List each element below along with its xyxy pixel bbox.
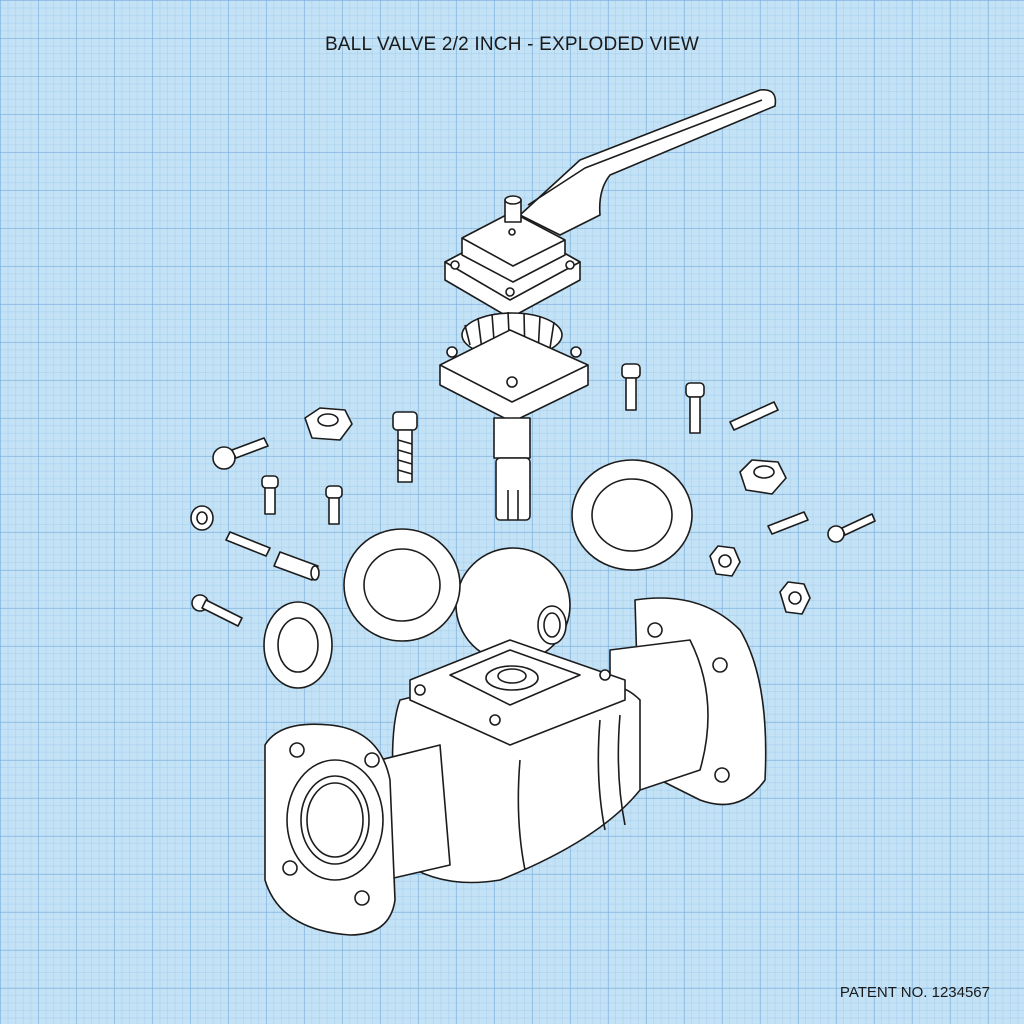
screw: [685, 382, 705, 434]
hex-nut: [779, 581, 811, 615]
threaded-rod: [767, 511, 809, 535]
handle-lever: [519, 89, 777, 236]
bolt: [392, 411, 418, 483]
screw: [621, 363, 641, 411]
cap-screw: [212, 437, 269, 470]
seat-ring-left: [343, 528, 461, 642]
hex-nut: [304, 407, 353, 441]
hex-nut: [709, 545, 741, 577]
drawing-title: BALL VALVE 2/2 INCH - EXPLODED VIEW: [324, 34, 700, 55]
threaded-rod: [729, 401, 779, 431]
seat-ring-right: [571, 459, 693, 571]
threaded-rod: [225, 531, 271, 557]
cap-screw: [827, 513, 876, 543]
washer: [190, 505, 214, 531]
valve-body: [264, 597, 767, 936]
hex-nut: [739, 459, 787, 495]
top-cap: [444, 195, 581, 319]
cap-screw: [191, 594, 243, 627]
set-screw: [273, 551, 320, 581]
screw: [261, 475, 279, 515]
gear-bonnet: [439, 311, 589, 521]
patent-number: PATENT NO. 1234567: [839, 984, 990, 1001]
screw: [325, 485, 343, 525]
ball: [455, 547, 571, 663]
washer-ring: [263, 601, 333, 689]
